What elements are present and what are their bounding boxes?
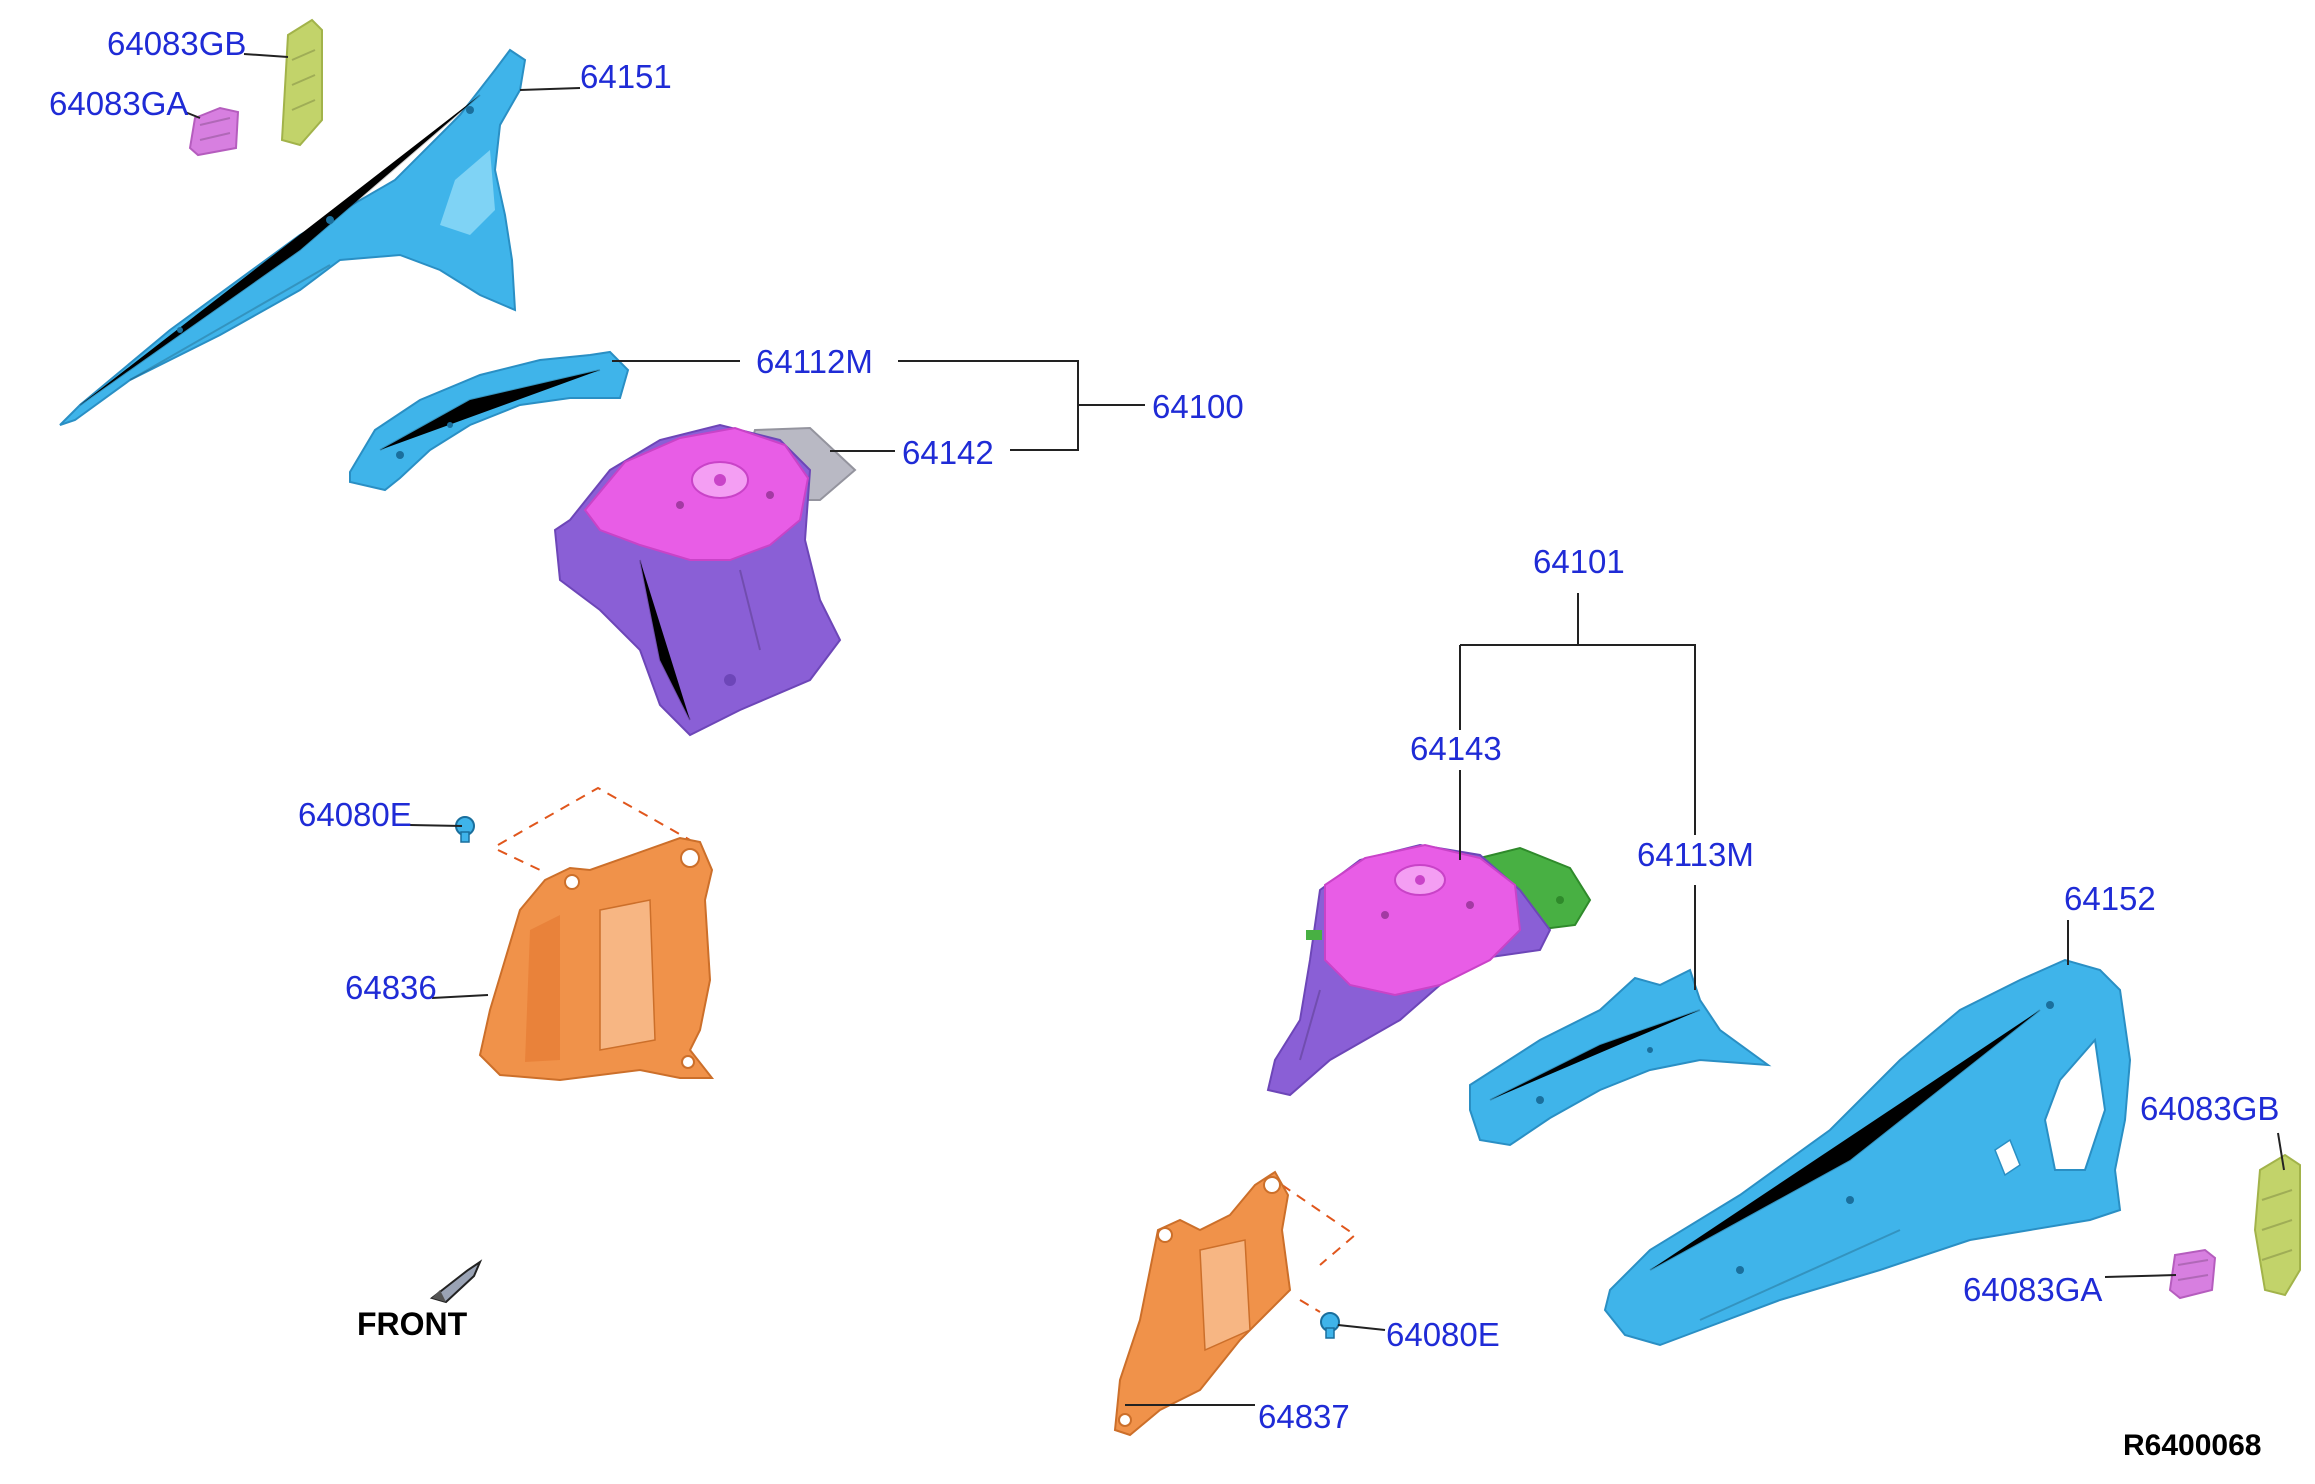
label-64083GB-left: 64083GB [107, 25, 246, 62]
part-64152-upper-rail[interactable] [1603, 958, 2132, 1347]
label-64080E-left: 64080E [298, 796, 412, 833]
label-64100: 64100 [1152, 388, 1244, 425]
part-64151-upper-rail[interactable] [59, 48, 527, 426]
part-64080E-right-clip[interactable] [1320, 1312, 1340, 1339]
part-64083GA-left-patch[interactable] [188, 106, 240, 157]
leader-lines [184, 53, 2285, 1406]
label-64112M: 64112M [756, 343, 873, 380]
front-label: FRONT [357, 1306, 468, 1342]
dashed-guide-right-lower [1299, 1299, 1321, 1313]
dashed-guide-right-upper [1281, 1184, 1357, 1266]
label-64113M: 64113M [1637, 836, 1754, 873]
label-64101: 64101 [1533, 543, 1625, 580]
dashed-guide-left-lower [497, 849, 541, 871]
label-64083GA-right: 64083GA [1963, 1271, 2102, 1308]
part-64837-wheelhouse-panel[interactable] [1113, 1170, 1292, 1437]
part-64836-wheelhouse-panel[interactable] [478, 836, 715, 1082]
label-64143: 64143 [1410, 730, 1502, 767]
part-64080E-left-clip[interactable] [455, 816, 475, 843]
diagram-code: R6400068 [2123, 1429, 2261, 1462]
front-direction-indicator: FRONT [357, 1259, 483, 1342]
label-64837: 64837 [1258, 1398, 1350, 1435]
part-64113M-lower-rail[interactable] [1469, 968, 1772, 1147]
part-64083GA-right-patch[interactable] [2168, 1248, 2217, 1300]
part-64112M-lower-rail[interactable] [349, 350, 630, 492]
label-64080E-right: 64080E [1386, 1316, 1500, 1353]
strut-housing-right[interactable] [1266, 843, 1552, 1097]
part-labels: 64083GB 64083GA 64151 64112M 64100 64142… [49, 25, 2279, 1435]
strut-housing-left[interactable] [553, 423, 842, 737]
part-64083GB-left-patch[interactable] [280, 18, 323, 147]
label-64836: 64836 [345, 969, 437, 1006]
label-64083GA-left: 64083GA [49, 85, 188, 122]
label-64151: 64151 [580, 58, 672, 95]
label-64152: 64152 [2064, 880, 2156, 917]
dashed-guide-left-upper [497, 786, 691, 846]
label-64083GB-right: 64083GB [2140, 1090, 2279, 1127]
part-64083GB-right-patch[interactable] [2253, 1153, 2301, 1297]
label-64142: 64142 [902, 434, 994, 471]
